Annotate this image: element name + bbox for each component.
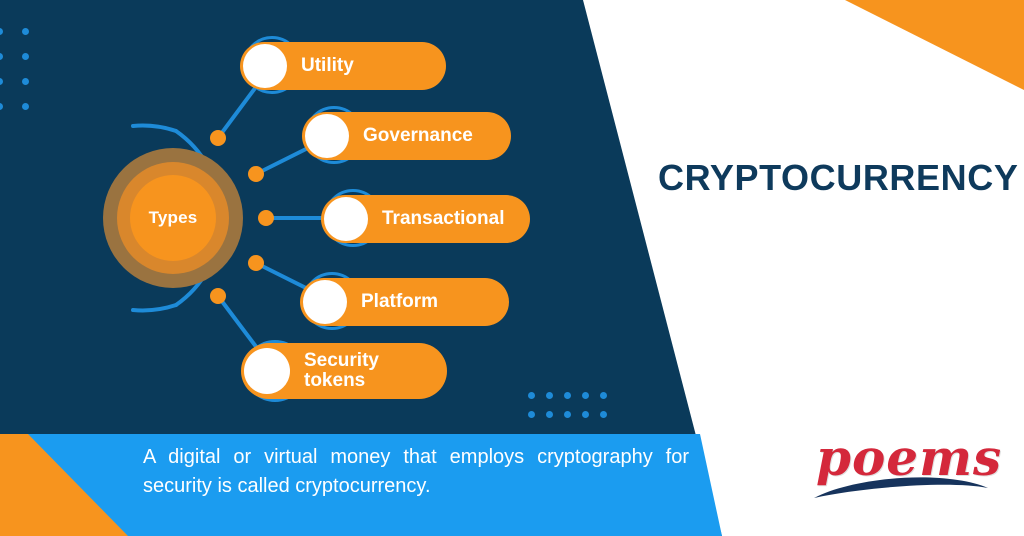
node-pill-platform[interactable]: Platform xyxy=(300,278,509,326)
node-label-platform: Platform xyxy=(361,291,439,313)
dot xyxy=(528,392,535,399)
logo-wordmark: poems xyxy=(816,428,1003,487)
dot xyxy=(582,392,589,399)
arc-node-transactional xyxy=(258,210,274,226)
dot xyxy=(528,411,535,418)
dot-grid-top-left xyxy=(0,28,48,128)
hub-arc-tail-bottom xyxy=(131,303,178,313)
dot xyxy=(600,392,607,399)
hub-ring-inner: Types xyxy=(130,175,216,261)
dot xyxy=(0,103,3,110)
arc-node-utility xyxy=(210,130,226,146)
bubble-icon-utility xyxy=(243,44,287,88)
node-label-utility: Utility xyxy=(301,55,354,77)
orange-triangle-top-right xyxy=(845,0,1024,90)
arc-node-security-tokens xyxy=(210,288,226,304)
arc-node-platform xyxy=(248,255,264,271)
node-pill-utility[interactable]: Utility xyxy=(240,42,446,90)
blue-caption-band xyxy=(0,434,722,536)
bubble-icon-transactional xyxy=(324,197,368,241)
orange-triangle-bottom-left xyxy=(0,434,128,536)
dot xyxy=(0,28,3,35)
node-label-governance: Governance xyxy=(363,125,473,147)
dot-grid-bottom-right xyxy=(528,392,618,430)
hub-ring-middle: Types xyxy=(117,162,229,274)
arc-node-governance xyxy=(248,166,264,182)
dot xyxy=(600,411,607,418)
dot xyxy=(546,392,553,399)
dot xyxy=(0,78,3,85)
logo-swoosh-icon xyxy=(814,477,988,498)
node-label-transactional: Transactional xyxy=(382,208,505,230)
dot xyxy=(0,53,3,60)
node-pill-security-tokens[interactable]: Security tokens xyxy=(241,343,447,399)
node-pill-governance[interactable]: Governance xyxy=(302,112,511,160)
hub-circle[interactable]: Types xyxy=(103,148,243,288)
dot xyxy=(22,103,29,110)
page-title: CRYPTOCURRENCY xyxy=(658,157,1019,198)
bubble-icon-governance xyxy=(305,114,349,158)
dot xyxy=(22,78,29,85)
dot xyxy=(564,392,571,399)
bubble-icon-security-tokens xyxy=(244,348,290,394)
brand-logo[interactable]: poems xyxy=(806,428,1001,512)
dot xyxy=(22,28,29,35)
hub-arc-tail-top xyxy=(131,123,178,133)
dot xyxy=(564,411,571,418)
caption-text: A digital or virtual money that employs … xyxy=(143,446,689,497)
dot xyxy=(546,411,553,418)
bubble-icon-platform xyxy=(303,280,347,324)
node-pill-transactional[interactable]: Transactional xyxy=(321,195,530,243)
dot xyxy=(582,411,589,418)
hub-label: Types xyxy=(148,208,198,227)
dot xyxy=(22,53,29,60)
node-label-security-tokens: Security tokens xyxy=(304,350,379,391)
